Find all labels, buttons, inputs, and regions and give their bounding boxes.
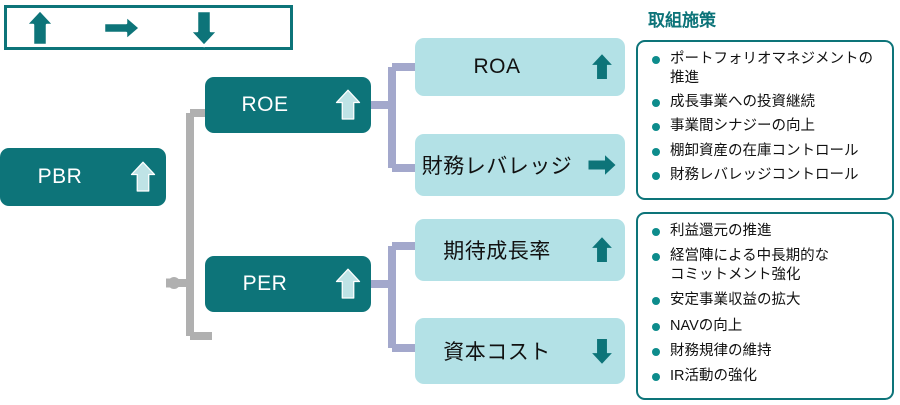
arrow-up-icon <box>120 160 166 194</box>
node-pbr-label: PBR <box>37 165 83 188</box>
measure-item: 財務規律の維持 <box>650 342 882 361</box>
measures-panel-roe: ポートフォリオマネジメントの推進成長事業への投資継続事業間シナジーの向上棚卸資産… <box>636 40 894 200</box>
measure-item: NAVの向上 <box>650 317 882 336</box>
measure-item: 安定事業収益の拡大 <box>650 291 882 310</box>
arrow-up-icon <box>579 235 625 265</box>
arrow-right-icon <box>579 153 625 177</box>
node-pbr[interactable]: PBR <box>0 148 166 206</box>
node-roa-label: ROA <box>473 55 521 78</box>
legend-item-up <box>13 8 67 47</box>
node-roe-label: ROE <box>241 93 289 116</box>
node-cost-of-capital[interactable]: 資本コスト <box>415 318 625 384</box>
measure-item: IR活動の強化 <box>650 367 882 386</box>
measure-item: 利益還元の推進 <box>650 222 882 241</box>
arrow-up-icon <box>325 267 371 301</box>
measure-item: 成長事業への投資継続 <box>650 93 882 112</box>
measures-tab-label: 取組施策 <box>648 10 716 30</box>
node-cost-of-capital-label: 資本コスト <box>443 341 551 364</box>
measures-list-per: 利益還元の推進経営陣による中長期的な コミットメント強化安定事業収益の拡大 NAV… <box>650 222 882 386</box>
node-financial-leverage[interactable]: 財務レバレッジ <box>415 134 625 196</box>
arrow-up-icon <box>24 8 56 46</box>
measures-panel-per: 利益還元の推進経営陣による中長期的な コミットメント強化安定事業収益の拡大 NAV… <box>636 212 894 400</box>
arrow-up-icon <box>579 52 625 82</box>
connector-roe-to-level3 <box>370 63 416 172</box>
measure-item: 棚卸資産の在庫コントロール <box>650 142 882 161</box>
node-per-label: PER <box>242 272 288 295</box>
measures-tab: 取組施策 <box>636 2 786 34</box>
measure-item: 財務レバレッジコントロール <box>650 166 882 185</box>
arrow-legend <box>4 5 293 50</box>
arrow-down-icon <box>188 9 220 47</box>
node-expected-growth-rate-label: 期待成長率 <box>443 240 551 263</box>
measure-item: 経営陣による中長期的な コミットメント強化 <box>650 247 882 285</box>
arrow-up-icon <box>325 88 371 122</box>
measure-item: 事業間シナジーの向上 <box>650 117 882 136</box>
legend-item-right <box>95 8 149 47</box>
arrow-down-icon <box>579 336 625 366</box>
node-financial-leverage-label: 財務レバレッジ <box>421 155 573 178</box>
measures-list-roe: ポートフォリオマネジメントの推進成長事業への投資継続事業間シナジーの向上棚卸資産… <box>650 50 882 185</box>
measure-item: ポートフォリオマネジメントの推進 <box>650 50 882 88</box>
arrow-right-icon <box>102 14 142 41</box>
legend-item-down <box>177 8 231 47</box>
connector-per-to-level3 <box>370 242 416 352</box>
node-roe[interactable]: ROE <box>205 77 371 133</box>
node-roa[interactable]: ROA <box>415 38 625 96</box>
node-per[interactable]: PER <box>205 256 371 312</box>
node-expected-growth-rate[interactable]: 期待成長率 <box>415 219 625 281</box>
